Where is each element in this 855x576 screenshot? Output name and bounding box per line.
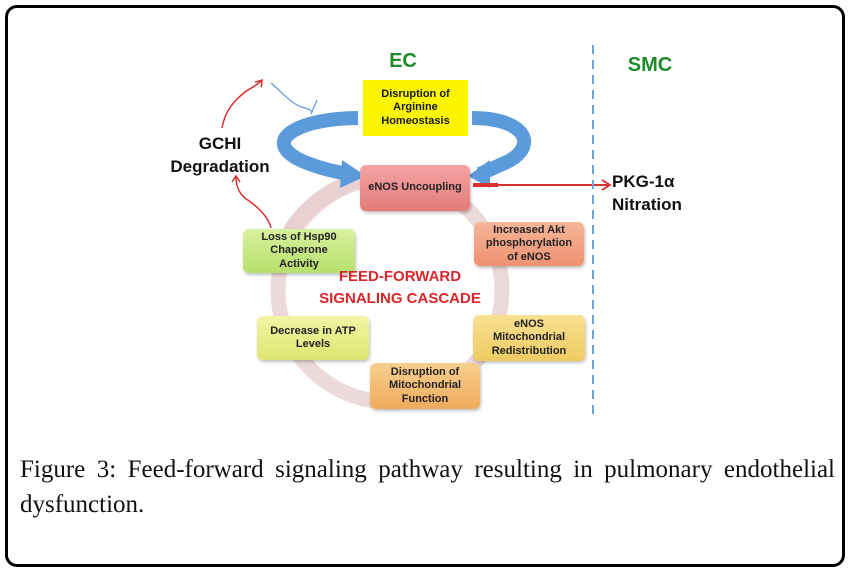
top-box-line: Arginine — [393, 101, 438, 114]
gchi-line1: GCHI — [198, 134, 242, 153]
thin-blue-squiggle — [270, 82, 318, 115]
pkg-nitration-label: PKG-1α Nitration — [612, 172, 702, 214]
node-line: of eNOS — [507, 250, 551, 263]
node-line: Activity — [279, 257, 319, 270]
node-line: eNOS Uncoupling — [368, 181, 462, 194]
figure-label: Figure 3: — [20, 456, 117, 483]
node-atp-levels: Decrease in ATP Levels — [257, 316, 369, 360]
center-title-line2: SIGNALING CASCADE — [319, 289, 481, 307]
node-enos-mito-redistribution: eNOS Mitochondrial Redistribution — [473, 315, 585, 361]
node-line: Mitochondrial — [492, 331, 566, 344]
node-akt-phosphorylation: Increased Akt phosphorylation of eNOS — [474, 222, 584, 266]
node-line: Increased Akt — [493, 224, 565, 237]
node-line: Decrease in ATP — [270, 324, 356, 337]
pkg-line2: Nitration — [612, 194, 682, 214]
figure-caption-text: Feed-forward signaling pathway resulting… — [20, 456, 835, 518]
node-line: Redistribution — [491, 344, 567, 357]
pkg-line1: PKG-1α — [612, 172, 675, 191]
node-line: Mitochondrial — [388, 379, 462, 392]
node-line: Loss of Hsp90 — [261, 231, 337, 244]
red-arrow-base — [473, 183, 498, 187]
region-label-ec: EC — [389, 50, 417, 72]
red-arrow-hsp90-to-gchi — [231, 174, 272, 229]
node-line: eNOS — [514, 318, 544, 331]
gchi-line2: Degradation — [170, 156, 270, 176]
node-mito-function: Disruption of Mitochondrial Function — [370, 363, 480, 409]
center-title-line1: FEED-FORWARD — [338, 268, 462, 285]
figure-caption: Figure 3: Feed-forward signaling pathway… — [20, 452, 835, 522]
cycle-ring-arrowhead — [283, 177, 349, 237]
feed-forward-title: FEED-FORWARD SIGNALING CASCADE — [310, 266, 490, 310]
top-box-line: Homeostasis — [381, 114, 450, 127]
node-line: Function — [401, 392, 449, 405]
node-line: Chaperone — [270, 244, 328, 257]
node-line: Disruption of — [390, 366, 460, 379]
figure-frame — [5, 5, 845, 567]
arginine-homeostasis-box: Disruption of Arginine Homeostasis — [363, 80, 468, 136]
node-enos-uncoupling: eNOS Uncoupling — [360, 165, 470, 211]
node-line: Levels — [295, 338, 331, 350]
blue-curved-arrow-left — [277, 111, 366, 188]
red-arrow-gchi-up — [221, 78, 263, 129]
node-hsp90: Loss of Hsp90 Chaperone Activity — [243, 229, 355, 273]
region-label-smc: SMC — [627, 54, 673, 76]
blue-curved-arrow-right — [468, 111, 532, 188]
node-line: phosphorylation — [485, 237, 573, 250]
gchi-degradation-label: GCHI Degradation — [150, 134, 290, 176]
top-box-line: Disruption of — [381, 88, 450, 101]
